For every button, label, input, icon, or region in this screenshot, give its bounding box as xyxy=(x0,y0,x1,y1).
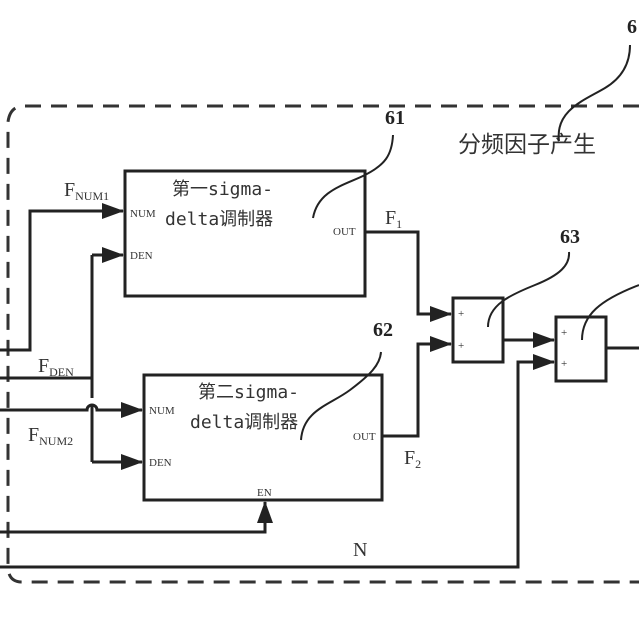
adder-1-input-2-sign: + xyxy=(458,340,464,352)
modulator-1-port-num: NUM xyxy=(130,208,156,220)
fnum1-wire xyxy=(0,203,124,352)
block-title: 分频因子产生 xyxy=(458,132,596,158)
modulator-1-port-out: OUT xyxy=(333,226,356,238)
dashed-block-boundary xyxy=(6,104,639,584)
adder-1-ref-number: 63 xyxy=(560,226,580,248)
adder-1-ref-leader xyxy=(487,251,571,328)
f1-wire xyxy=(365,230,452,322)
modulator-1-box xyxy=(123,169,367,298)
modulator-1-title-line1: 第一sigma- xyxy=(172,179,273,200)
modulator-2-ref-number: 62 xyxy=(373,319,393,341)
modulator-2-port-num: NUM xyxy=(149,405,175,417)
modulator-2-port-den: DEN xyxy=(149,457,172,469)
f1-label: F1 xyxy=(385,207,402,231)
modulator-2-title-line1: 第二sigma- xyxy=(198,382,299,403)
modulator-1-ref-leader xyxy=(312,134,394,219)
modulator-2-port-en: EN xyxy=(257,487,272,499)
modulator-2-ref-leader xyxy=(300,351,382,441)
fnum2-label: FNUM2 xyxy=(28,424,73,448)
adder-2-input-1-sign: + xyxy=(561,327,567,339)
adder-2-ref-leader xyxy=(581,284,639,341)
n-wire xyxy=(0,354,555,569)
fnum1-label: FNUM1 xyxy=(64,179,109,203)
modulator-1-port-den: DEN xyxy=(130,250,153,262)
block-ref-number: 6 xyxy=(627,16,637,38)
modulator-2-title-line2: delta调制器 xyxy=(190,412,298,433)
f2-label: F2 xyxy=(404,447,421,471)
modulator-2-port-out: OUT xyxy=(353,431,376,443)
modulator-1-title-line2: delta调制器 xyxy=(165,209,273,230)
enable-wire xyxy=(0,501,273,534)
n-label: N xyxy=(353,539,367,561)
fnum2-wire xyxy=(0,402,143,418)
fden-label: FDEN xyxy=(38,355,74,379)
block-ref-leader xyxy=(557,44,631,142)
f2-wire xyxy=(382,336,452,438)
adder-2-input-2-sign: + xyxy=(561,358,567,370)
adder-1-input-1-sign: + xyxy=(458,308,464,320)
modulator-1-ref-number: 61 xyxy=(385,107,405,129)
